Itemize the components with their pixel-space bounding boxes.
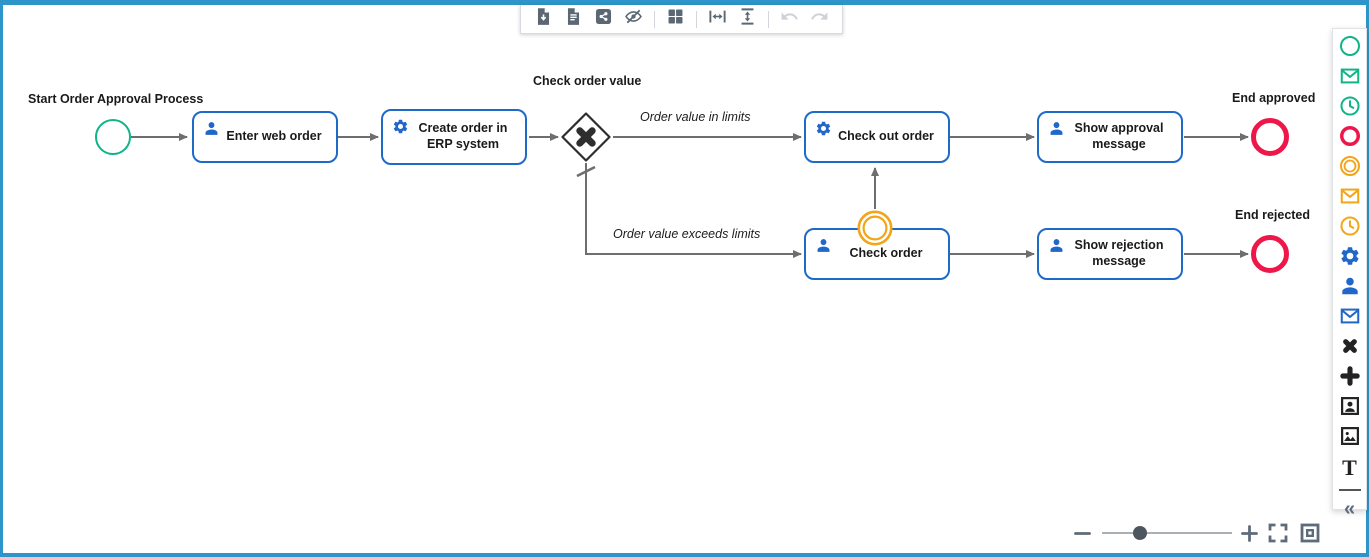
window-border-top xyxy=(0,0,1369,5)
exclusive-gateway-check-order-value[interactable] xyxy=(561,112,611,162)
task-enter-web-order[interactable]: Enter web order xyxy=(192,111,338,163)
window-border-right xyxy=(1366,0,1369,557)
redo-icon xyxy=(810,7,829,31)
palette-service-task[interactable] xyxy=(1339,247,1361,269)
thick-circle-icon xyxy=(1339,125,1361,152)
grid-layout-button[interactable] xyxy=(666,10,685,29)
gear-icon xyxy=(1339,245,1361,272)
document-button[interactable] xyxy=(564,10,583,29)
boundary-intermediate-event[interactable] xyxy=(857,210,893,246)
picture-icon xyxy=(1339,425,1361,452)
clock-icon xyxy=(1339,215,1361,242)
task-label: Enter web order xyxy=(226,129,322,144)
window-border-bottom xyxy=(0,553,1369,557)
fit-width-button[interactable] xyxy=(708,10,727,29)
grid-icon xyxy=(666,7,685,31)
redo-button[interactable] xyxy=(810,10,829,29)
toolbar-separator xyxy=(654,10,655,28)
envelope-icon xyxy=(1339,305,1361,332)
palette-divider xyxy=(1338,489,1361,491)
task-create-order-erp[interactable]: Create order in ERP system xyxy=(381,109,527,165)
task-label: Check out order xyxy=(838,129,934,144)
user-icon xyxy=(1048,237,1065,254)
undo-icon xyxy=(780,7,799,31)
circle-icon xyxy=(1339,35,1361,62)
export-file-button[interactable] xyxy=(534,10,553,29)
user-icon xyxy=(815,237,832,254)
portrait-icon xyxy=(1339,395,1361,422)
gear-icon xyxy=(815,120,832,137)
shape-palette: T « xyxy=(1332,28,1367,519)
flow-label-exceeds-limits: Order value exceeds limits xyxy=(613,227,761,241)
end-approved-label: End approved xyxy=(1232,91,1316,105)
task-label: Show approval message xyxy=(1074,121,1164,151)
zoom-slider-track[interactable] xyxy=(1102,532,1232,534)
window-border-left xyxy=(0,0,3,557)
undo-button[interactable] xyxy=(780,10,799,29)
user-icon xyxy=(1339,275,1361,302)
plus-icon xyxy=(1339,365,1361,392)
double-circle-icon xyxy=(1339,155,1361,182)
toolbar-separator xyxy=(696,10,697,28)
palette-message-intermediate-event[interactable] xyxy=(1339,187,1361,209)
text-icon: T xyxy=(1342,455,1357,480)
palette-user-image[interactable] xyxy=(1339,397,1361,419)
end-event-approved[interactable] xyxy=(1251,118,1289,156)
palette-text-annotation[interactable]: T xyxy=(1339,457,1361,479)
fit-width-icon xyxy=(708,7,727,31)
task-label: Create order in ERP system xyxy=(418,121,508,151)
palette-message-start-event[interactable] xyxy=(1339,67,1361,89)
start-event-label: Start Order Approval Process xyxy=(28,92,204,106)
palette-image[interactable] xyxy=(1339,427,1361,449)
task-show-rejection-message[interactable]: Show rejection message xyxy=(1037,228,1183,280)
share-button[interactable] xyxy=(594,10,613,29)
envelope-icon xyxy=(1339,65,1361,92)
palette-start-event[interactable] xyxy=(1339,37,1361,59)
task-label: Show rejection message xyxy=(1074,238,1164,268)
eye-off-icon xyxy=(624,7,643,31)
envelope-icon xyxy=(1339,185,1361,212)
flow-label-in-limits: Order value in limits xyxy=(640,110,751,124)
task-label: Check order xyxy=(849,246,923,261)
fit-view-icon xyxy=(1298,521,1322,545)
collapse-palette-button[interactable]: « xyxy=(1344,499,1355,519)
document-icon xyxy=(564,7,583,31)
palette-intermediate-event[interactable] xyxy=(1339,157,1361,179)
palette-end-event[interactable] xyxy=(1339,127,1361,149)
plus-icon xyxy=(1239,523,1260,544)
file-download-icon xyxy=(534,7,553,31)
zoom-in-button[interactable] xyxy=(1239,523,1260,544)
fit-height-icon xyxy=(738,7,757,31)
share-icon xyxy=(594,7,613,31)
x-icon xyxy=(1339,335,1361,362)
fullscreen-icon xyxy=(1266,521,1290,545)
palette-timer-intermediate-event[interactable] xyxy=(1339,217,1361,239)
task-show-approval-message[interactable]: Show approval message xyxy=(1037,111,1183,163)
fit-view-button[interactable] xyxy=(1298,521,1322,545)
palette-exclusive-gateway[interactable] xyxy=(1339,337,1361,359)
zoom-slider-handle[interactable] xyxy=(1133,526,1147,540)
start-event[interactable] xyxy=(95,119,131,155)
task-check-out-order[interactable]: Check out order xyxy=(804,111,950,163)
palette-parallel-gateway[interactable] xyxy=(1339,367,1361,389)
end-rejected-label: End rejected xyxy=(1235,208,1311,222)
minus-icon xyxy=(1072,523,1093,544)
chevron-double-left-icon: « xyxy=(1343,498,1356,520)
gear-icon xyxy=(392,118,409,135)
palette-user-task[interactable] xyxy=(1339,277,1361,299)
palette-message-task[interactable] xyxy=(1339,307,1361,329)
hide-preview-button[interactable] xyxy=(624,10,643,29)
user-icon xyxy=(203,120,220,137)
fullscreen-button[interactable] xyxy=(1266,521,1290,545)
gateway-label: Check order value xyxy=(533,74,642,88)
end-event-rejected[interactable] xyxy=(1251,235,1289,273)
toolbar-separator xyxy=(768,10,769,28)
user-icon xyxy=(1048,120,1065,137)
clock-icon xyxy=(1339,95,1361,122)
palette-timer-start-event[interactable] xyxy=(1339,97,1361,119)
top-toolbar xyxy=(520,5,843,34)
zoom-out-button[interactable] xyxy=(1072,523,1093,544)
fit-height-button[interactable] xyxy=(738,10,757,29)
